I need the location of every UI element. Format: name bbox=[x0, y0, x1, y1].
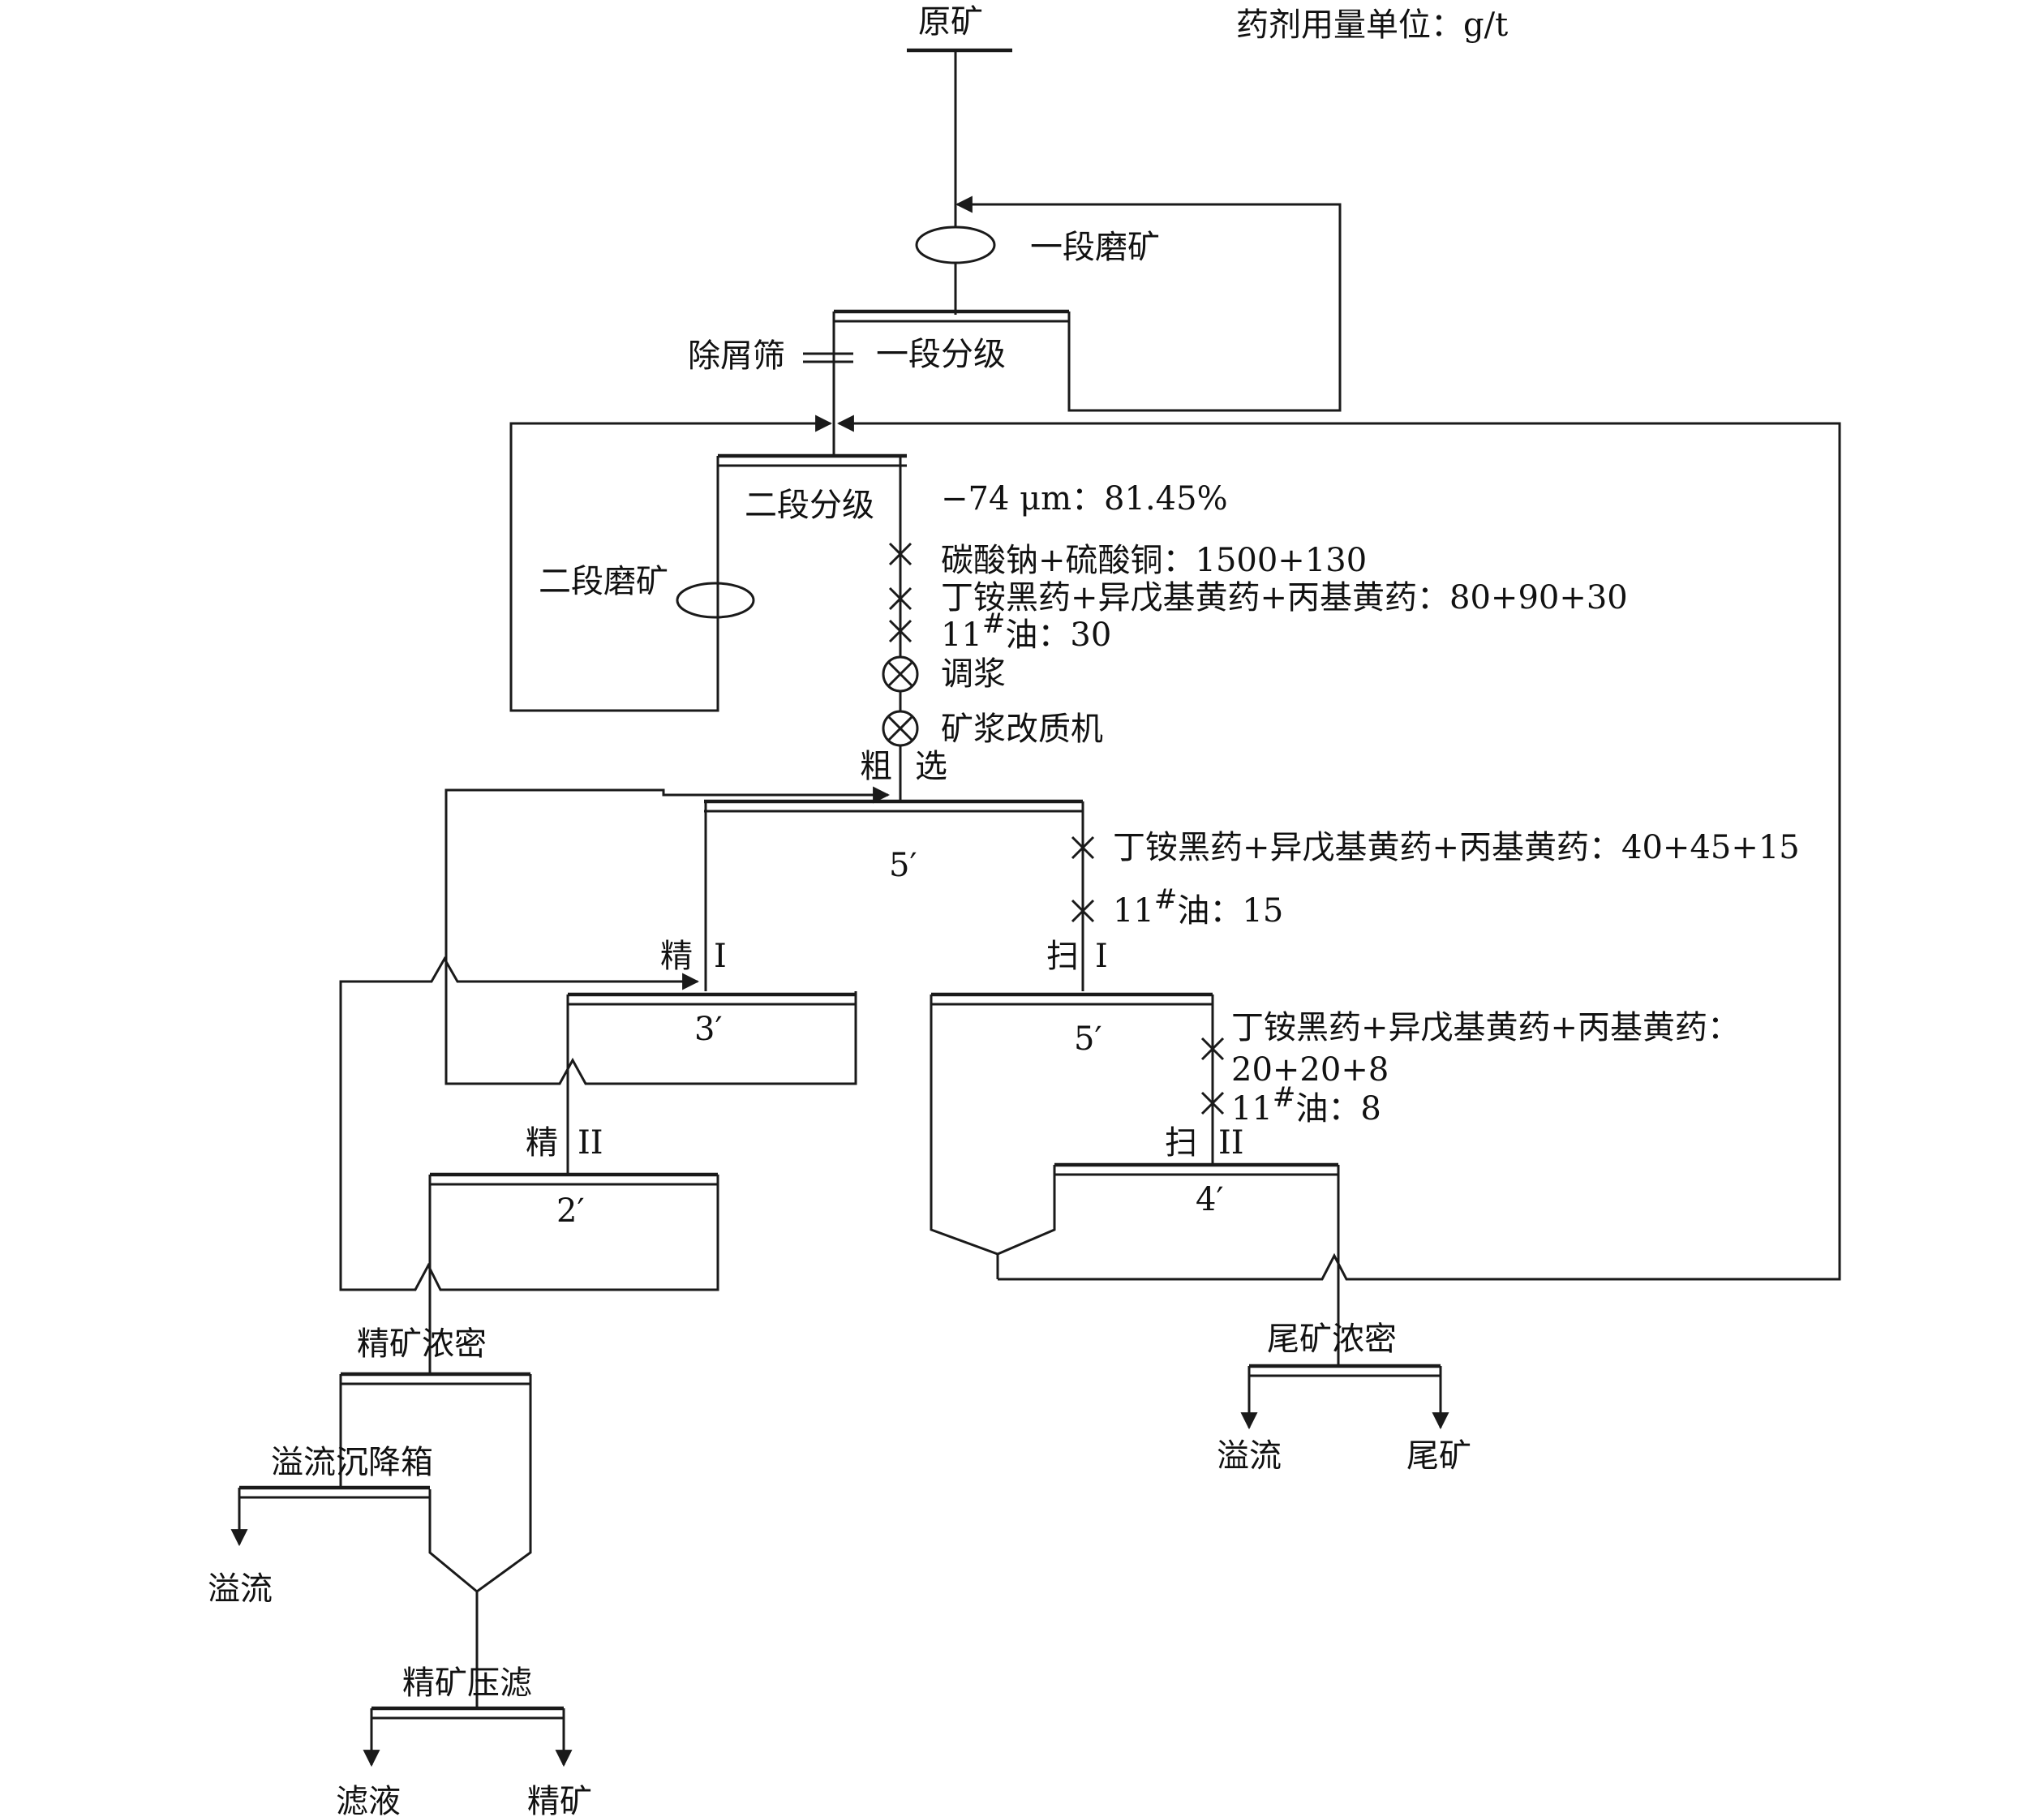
scav1-reagent-1-label: 丁铵黑药+异戊基黄药+丙基黄药：40+45+15 bbox=[1113, 829, 1800, 866]
cleaner2-label-a: 精 bbox=[526, 1124, 558, 1162]
stage2-classifier-bar bbox=[718, 453, 907, 467]
overflow-settling-box-bar bbox=[239, 1485, 430, 1499]
cleaner1-label-b: I bbox=[714, 938, 727, 975]
stage1-grind-label: 一段磨矿 bbox=[1030, 229, 1160, 266]
scav1-label-b: I bbox=[1095, 938, 1108, 975]
cleaner1-label-a: 精 bbox=[660, 938, 693, 975]
rougher-reagent-1-label: 碳酸钠+硫酸铜：1500+130 bbox=[941, 542, 1367, 579]
stage1-mill-symbol bbox=[915, 226, 996, 264]
stage2-mill-symbol bbox=[676, 582, 755, 619]
rougher-reagent-3-label: 11#油：30 bbox=[941, 608, 1111, 654]
rougher-label-b: 选 bbox=[915, 748, 947, 785]
scav2-reagent-point-1 bbox=[1200, 1037, 1225, 1061]
reagent-unit-label: 药剂用量单位：g/t bbox=[1236, 6, 1508, 44]
conc-thickening-label: 精矿浓密 bbox=[357, 1325, 487, 1363]
scavenger-concentrate-return-line bbox=[836, 415, 1841, 1281]
scav1-cells-label: 5′ bbox=[1074, 1020, 1102, 1058]
pulp-modifier-symbol bbox=[882, 710, 919, 747]
scav1-reagent-point-1 bbox=[1071, 835, 1095, 860]
filtrate-label: 滤液 bbox=[336, 1783, 401, 1817]
scav2-label-a: 扫 bbox=[1165, 1124, 1197, 1162]
concentrate-filter-bar bbox=[371, 1706, 564, 1720]
scav2-reagent-3-label: 11#油：8 bbox=[1231, 1081, 1381, 1128]
cleaner2-cells-label: 2′ bbox=[556, 1192, 585, 1230]
tail-overflow-label: 溢流 bbox=[1217, 1437, 1282, 1475]
cleaner1-cell-bank bbox=[568, 992, 856, 1006]
scav2-cells-label: 4′ bbox=[1196, 1181, 1224, 1218]
conditioning-label: 调浆 bbox=[941, 655, 1006, 693]
cleaner2-label-b: II bbox=[578, 1124, 603, 1162]
scav1-reagent-2-label: 11#油：15 bbox=[1113, 883, 1283, 930]
tail-thickening-label: 尾矿浓密 bbox=[1267, 1321, 1397, 1358]
conditioning-tank-symbol bbox=[882, 655, 919, 693]
stage2-grind-label: 二段磨矿 bbox=[539, 563, 668, 600]
stage1-classify-label: 一段分级 bbox=[876, 336, 1006, 373]
concentrate-label: 精矿 bbox=[527, 1783, 592, 1817]
scavenger1-cell-body bbox=[930, 994, 1056, 1256]
scavenger1-cell-bank bbox=[931, 992, 1213, 1006]
scav2-label-b: II bbox=[1218, 1124, 1244, 1162]
trash-screen-label: 除屑筛 bbox=[688, 337, 785, 375]
cleaner1-cells-label: 3′ bbox=[694, 1011, 723, 1048]
cleaner2-tailing-return-line bbox=[339, 956, 719, 1291]
pulp-modifier-label: 矿浆改质机 bbox=[941, 711, 1103, 748]
scav1-label-a: 扫 bbox=[1046, 938, 1079, 975]
rougher-reagent-2-label: 丁铵黑药+异戊基黄药+丙基黄药：80+90+30 bbox=[941, 579, 1628, 616]
rougher-label-a: 粗 bbox=[860, 748, 892, 785]
concentrate-thickener-body bbox=[428, 1374, 532, 1593]
concentrate-thickener-bar bbox=[341, 1372, 530, 1385]
stage1-classifier-underflow-recycle bbox=[955, 195, 1342, 412]
conc-filtration-label: 精矿压滤 bbox=[402, 1665, 532, 1702]
overflow-settling-label: 溢流沉降箱 bbox=[271, 1444, 433, 1481]
cleaner2-cell-bank bbox=[430, 1172, 718, 1186]
rougher-cells-label: 5′ bbox=[889, 847, 917, 884]
tailing-thickener-bar bbox=[1249, 1364, 1441, 1377]
stage2-mill-return-line bbox=[509, 415, 833, 712]
stage1-classifier-bar bbox=[834, 309, 1069, 323]
trash-screen-symbol bbox=[803, 352, 853, 363]
scav1-reagent-point-2 bbox=[1071, 899, 1095, 923]
tailings-label: 尾矿 bbox=[1406, 1437, 1471, 1475]
reagent-point-2 bbox=[888, 586, 912, 611]
raw-ore-label: 原矿 bbox=[918, 3, 983, 41]
cleaner1-tailing-return-line bbox=[444, 786, 891, 1085]
reagent-point-1 bbox=[888, 542, 912, 566]
scav2-reagent-point-2 bbox=[1200, 1091, 1225, 1115]
scav2-reagent-2-label: 20+20+8 bbox=[1231, 1051, 1389, 1089]
conc-overflow-label: 溢流 bbox=[208, 1570, 273, 1608]
scav2-reagent-1-label: 丁铵黑药+异戊基黄药+丙基黄药： bbox=[1231, 1009, 1740, 1046]
rougher-cell-bank bbox=[704, 799, 1083, 813]
scavenger2-cell-bank bbox=[1054, 1162, 1338, 1176]
stage2-classify-label: 二段分级 bbox=[745, 487, 874, 524]
fineness-label: −74 μm：81.45% bbox=[941, 480, 1228, 518]
reagent-point-3 bbox=[888, 619, 912, 643]
